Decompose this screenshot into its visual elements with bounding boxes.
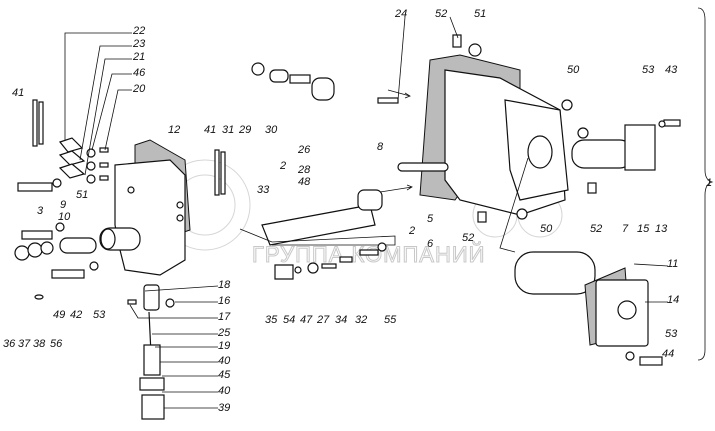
callout-24: 24: [394, 8, 407, 20]
callout-32: 32: [355, 314, 367, 326]
callout-14: 14: [667, 294, 679, 306]
callout-17: 17: [218, 311, 231, 323]
callout-45: 45: [218, 369, 231, 381]
callout-2: 2: [279, 160, 286, 172]
callout-8: 8: [377, 141, 384, 153]
callout-44: 44: [662, 348, 674, 360]
middle-parts: [239, 62, 413, 280]
callout-43: 43: [665, 64, 678, 76]
callout-47: 47: [300, 314, 313, 326]
callout-3: 3: [37, 205, 44, 217]
callout-28: 28: [297, 164, 311, 176]
callout-35: 35: [265, 314, 278, 326]
left-small-parts: [14, 99, 226, 420]
callout-49: 49: [53, 309, 65, 321]
callout-48: 48: [298, 176, 311, 188]
callout-18: 18: [218, 279, 231, 291]
callout-16: 16: [218, 295, 231, 307]
callout-10: 10: [58, 211, 71, 223]
callout-7: 7: [622, 223, 629, 235]
callout-11: 11: [667, 258, 678, 270]
right-parts: [499, 7, 714, 366]
callout-19: 19: [218, 340, 230, 352]
callout-29: 29: [238, 124, 251, 136]
callout-50: 50: [567, 64, 580, 76]
callout-34: 34: [335, 314, 347, 326]
callout-30: 30: [265, 124, 278, 136]
callout-31: 31: [222, 124, 234, 136]
right-housing: [397, 34, 573, 223]
callout-50b: 50: [540, 223, 553, 235]
callout-39: 39: [218, 402, 230, 414]
callout-36: 36: [3, 338, 16, 350]
callout-21: 21: [132, 51, 145, 63]
callout-33: 33: [257, 184, 270, 196]
callout-53b: 53: [642, 64, 655, 76]
callout-9: 9: [60, 199, 66, 211]
callout-2b: 2: [408, 225, 415, 237]
callout-12: 12: [168, 124, 180, 136]
callout-56: 56: [50, 338, 63, 350]
callout-54: 54: [283, 314, 295, 326]
callout-40b: 40: [218, 385, 231, 397]
callout-41b: 41: [204, 124, 216, 136]
callout-labels: 22 23 21 46 20 41 12 41 31 51 3 9 10 36 …: [3, 8, 712, 414]
callout-27: 27: [316, 314, 330, 326]
callout-13: 13: [655, 223, 668, 235]
callout-40: 40: [218, 355, 231, 367]
callout-20: 20: [132, 83, 146, 95]
callout-46: 46: [133, 67, 146, 79]
callout-53c: 53: [665, 328, 678, 340]
callout-38: 38: [33, 338, 46, 350]
callout-5: 5: [427, 213, 434, 225]
callout-22: 22: [132, 25, 145, 37]
callout-37: 37: [18, 338, 31, 350]
callout-42: 42: [70, 309, 82, 321]
callout-1: 1: [706, 177, 712, 189]
callout-52c: 52: [590, 223, 602, 235]
callout-25: 25: [217, 327, 231, 339]
callout-15: 15: [637, 223, 650, 235]
callout-55: 55: [384, 314, 397, 326]
callout-23: 23: [132, 38, 146, 50]
leader-lines: [64, 16, 669, 409]
callout-26: 26: [297, 144, 311, 156]
callout-52: 52: [435, 8, 447, 20]
callout-53: 53: [93, 309, 106, 321]
callout-6: 6: [427, 238, 434, 250]
left-housing: [99, 139, 191, 276]
callout-51b: 51: [474, 8, 486, 20]
callout-51: 51: [76, 189, 88, 201]
callout-41: 41: [12, 87, 24, 99]
callout-52b: 52: [462, 232, 474, 244]
